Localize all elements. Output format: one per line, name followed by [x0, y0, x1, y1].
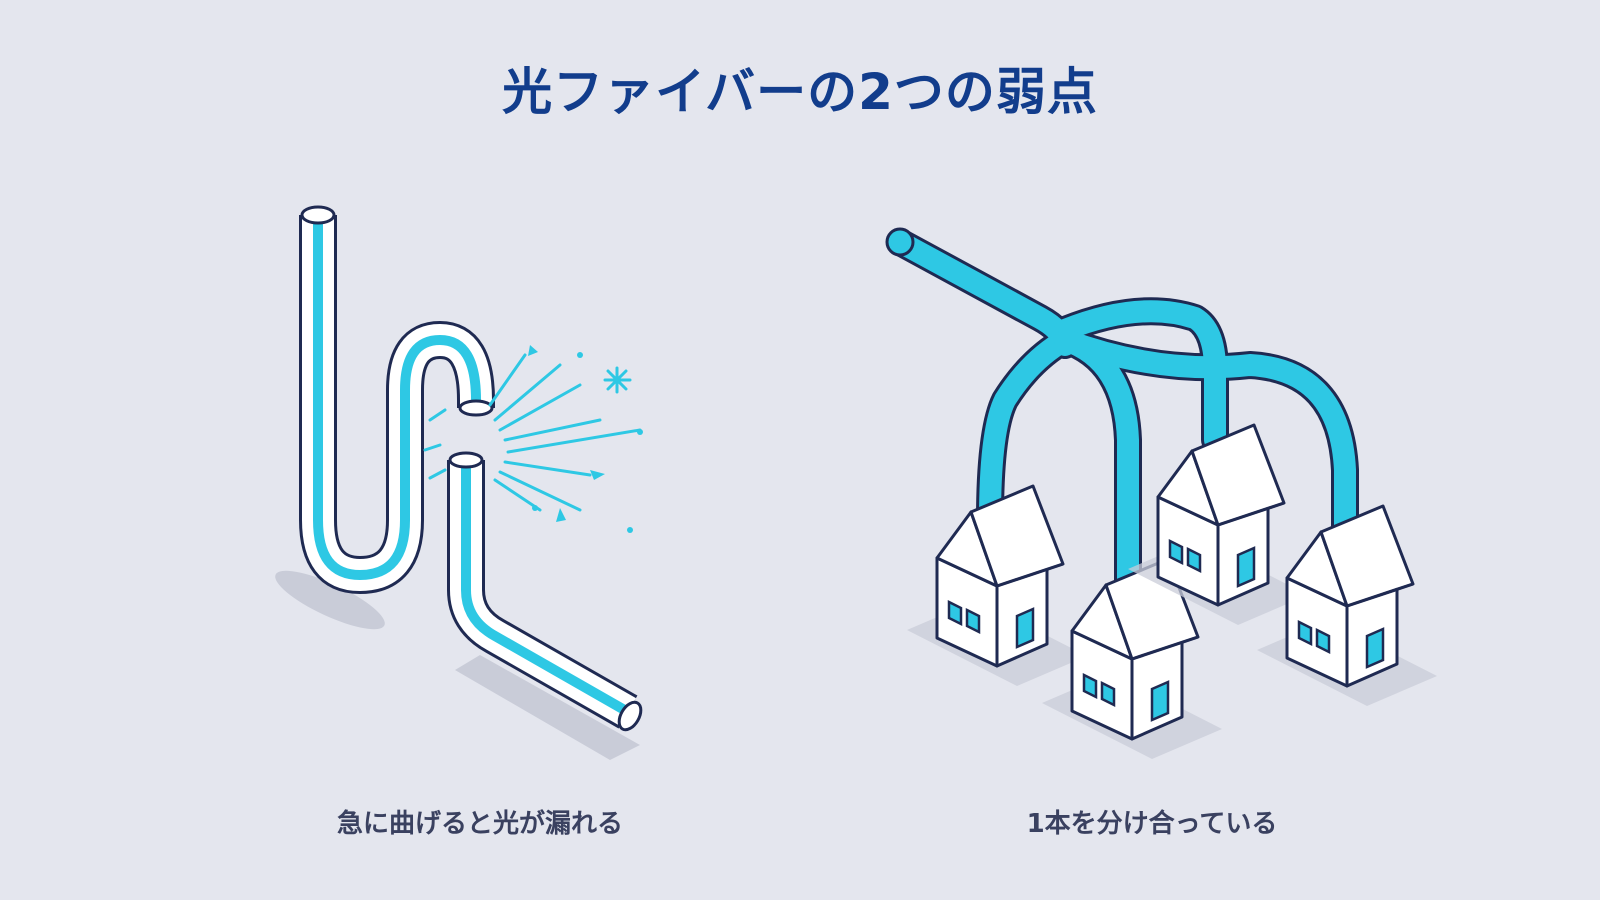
page-title: 光ファイバーの2つの弱点: [502, 63, 1098, 121]
light-leak-icon: [423, 353, 642, 512]
caption-shared-line: 1本を分け合っている: [1026, 809, 1278, 839]
caption-bend-loss: 急に曲げると光が漏れる: [336, 809, 623, 839]
bent-fiber-icon: [275, 205, 643, 760]
splitter-fiber-icon: [885, 227, 1359, 624]
